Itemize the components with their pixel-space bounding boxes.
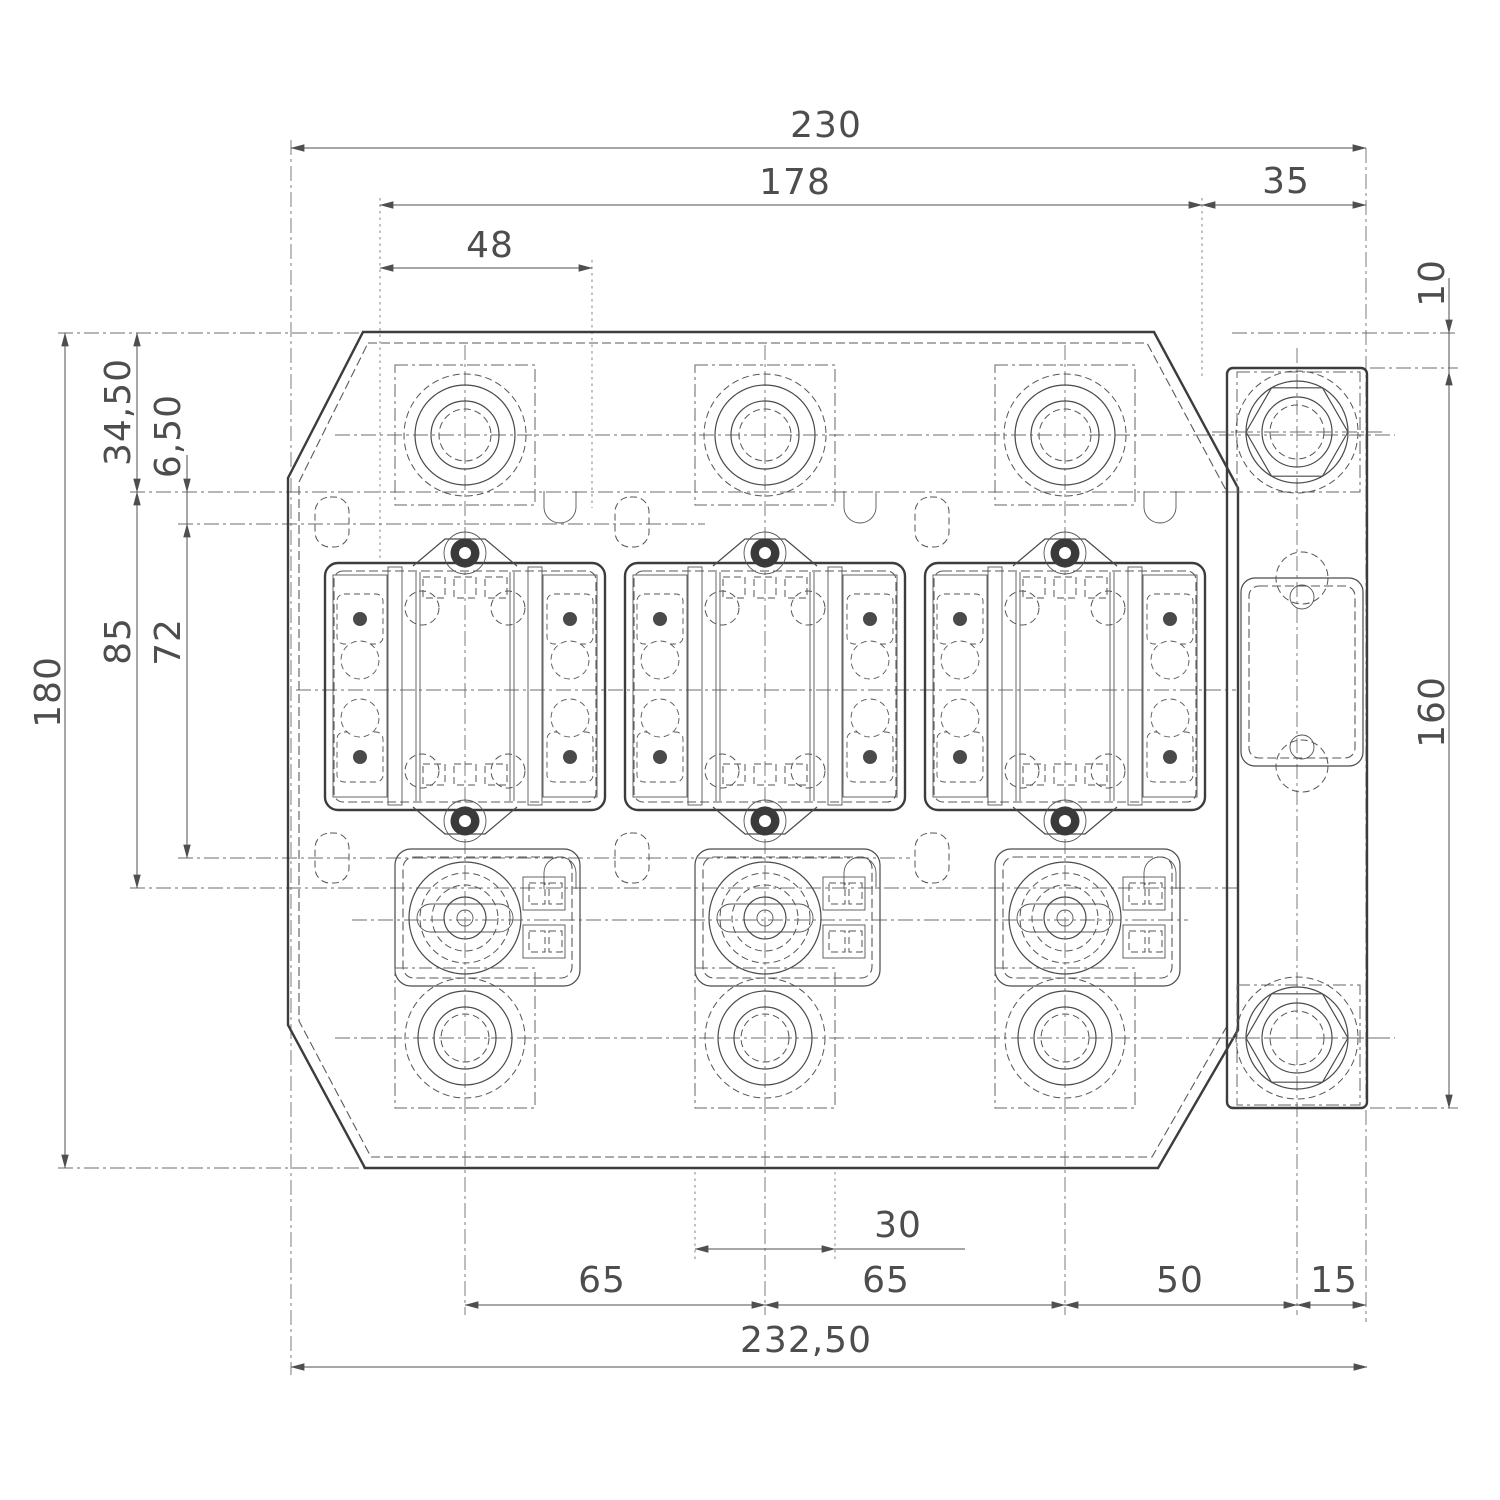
dimension-labels: 230 178 35 48 10 160 180 34,50 6,50 85 7…	[28, 105, 1453, 1361]
dim-label-right-top-offset: 10	[1412, 259, 1453, 307]
flange-top-bolt-box	[1236, 371, 1361, 493]
dim-label-total-height: 180	[28, 656, 69, 728]
dimension-lines	[61, 144, 1453, 1371]
pole-module-2	[613, 343, 907, 1317]
dim-label-right-plate-height: 160	[1412, 676, 1453, 748]
dim-label-inner-width: 178	[759, 162, 831, 203]
centerlines-and-extension-lines	[58, 140, 1458, 1375]
dim-label-pole-pitch-1: 65	[578, 1260, 626, 1301]
dim-label-rail-height: 72	[148, 618, 189, 666]
dim-label-total-width: 230	[790, 105, 862, 146]
base-plate	[286, 330, 1240, 1170]
dim-label-top-offset: 34,50	[98, 358, 139, 466]
mounting-flange	[1225, 366, 1369, 1110]
dim-label-edge-margin: 15	[1310, 1260, 1358, 1301]
pole-module-1	[313, 343, 607, 1317]
dim-label-right-width: 35	[1262, 161, 1310, 202]
dim-label-bottom-box-width: 30	[874, 1205, 922, 1246]
dim-label-bottom-total-width: 232,50	[740, 1320, 872, 1361]
dim-label-mid-height: 85	[98, 617, 139, 665]
dim-label-terminal-box-width: 48	[466, 225, 514, 266]
dim-label-bolt-spacing: 50	[1156, 1260, 1204, 1301]
flange-window	[1240, 551, 1364, 793]
dim-label-rail-offset: 6,50	[148, 394, 189, 478]
dim-label-pole-pitch-2: 65	[862, 1260, 910, 1301]
pole-module-3	[913, 343, 1207, 1317]
flange-bottom-bolt-box	[1236, 984, 1361, 1106]
